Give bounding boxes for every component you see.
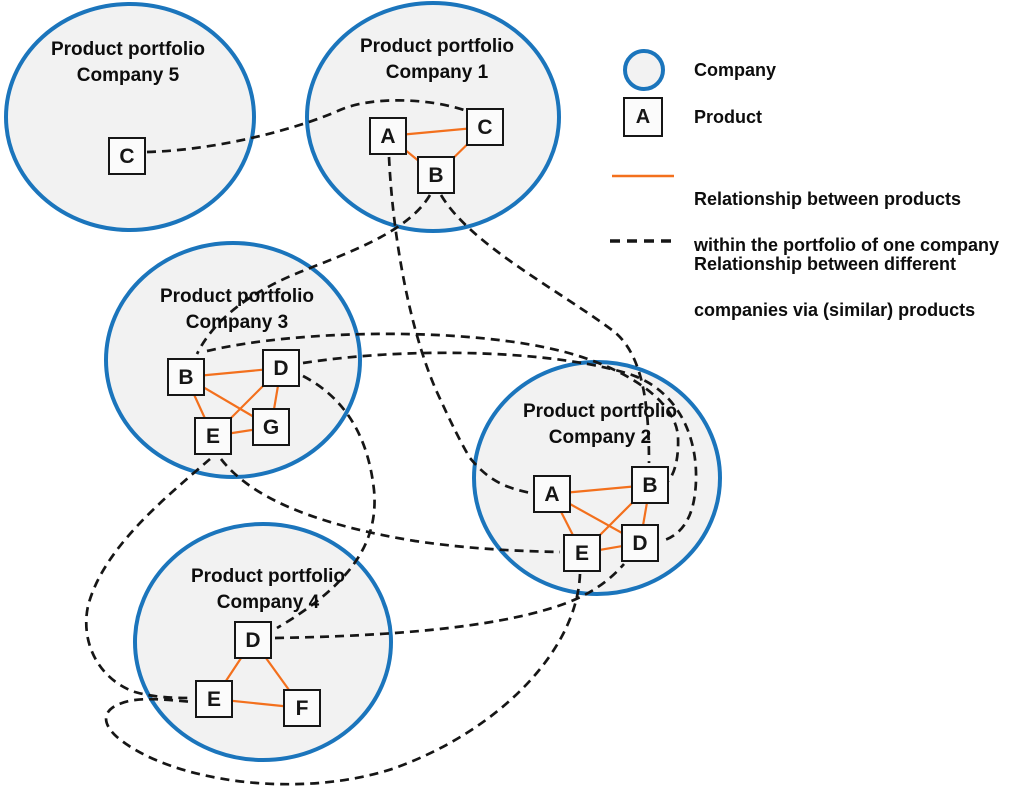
company1-title-line1: Product portfolio	[359, 36, 515, 57]
company5-title-line2: Company 5	[76, 65, 180, 86]
legend-intra-label-line2: within the portfolio of one company	[694, 235, 999, 255]
company2-title-line2: Company 2	[548, 427, 652, 448]
legend-product-label: Product	[694, 107, 763, 127]
company2-title-line1: Product portfolio	[522, 401, 678, 422]
company1-ellipse	[305, 1, 561, 233]
legend-company-label: Company	[694, 60, 777, 80]
company3-title-line2: Company 3	[185, 312, 289, 333]
inter-link-D-company3-company2	[302, 351, 698, 543]
product-box-company2-E: E	[563, 534, 601, 572]
inter-link-E-company3-company4	[84, 457, 211, 700]
inter-link-D-company4-company2	[274, 563, 626, 640]
product-box-company4-D: D	[234, 621, 272, 659]
inter-link-B-company1-company2	[439, 194, 651, 464]
product-box-company3-G: G	[252, 408, 290, 446]
product-box-company3-D: D	[262, 349, 300, 387]
product-box-company1-C: C	[466, 108, 504, 146]
legend-company-circle	[623, 49, 665, 91]
legend-inter-label-line1: Relationship between different	[694, 254, 957, 274]
company1-title: Product portfolio Company 1	[317, 34, 557, 86]
legend-inter-label: Relationship between different companies…	[694, 230, 975, 345]
company3-ellipse	[104, 241, 362, 479]
company1-title-line2: Company 1	[385, 62, 489, 83]
company4-title: Product portfolio Company 4	[148, 564, 388, 616]
product-box-company1-B: B	[417, 156, 455, 194]
product-box-company4-E: E	[195, 680, 233, 718]
company4-title-line1: Product portfolio	[190, 566, 346, 587]
inter-link-E-company2-company4	[104, 573, 582, 786]
company4-title-line2: Company 4	[216, 592, 320, 613]
product-box-company4-F: F	[283, 689, 321, 727]
inter-link-E-company3-company2	[219, 458, 561, 554]
inter-link-D-company3-company4	[276, 374, 376, 630]
company2-title: Product portfolio Company 2	[480, 399, 720, 451]
product-box-company5-C: C	[108, 137, 146, 175]
legend-intra-label: Relationship between products within the…	[694, 165, 999, 280]
inter-link-B-company3-company2	[206, 332, 680, 482]
product-box-company3-E: E	[194, 417, 232, 455]
product-box-company2-D: D	[621, 524, 659, 562]
company5-title: Product portfolio Company 5	[8, 37, 248, 89]
inter-link-C-company5-company1	[146, 99, 468, 154]
product-box-company1-A: A	[369, 117, 407, 155]
company3-title: Product portfolio Company 3	[117, 284, 357, 336]
company5-title-line1: Product portfolio	[50, 39, 206, 60]
company5-ellipse	[4, 2, 256, 232]
product-box-company3-B: B	[167, 358, 205, 396]
legend-product-box: A	[623, 97, 663, 137]
product-box-company2-B: B	[631, 466, 669, 504]
product-box-company2-A: A	[533, 475, 571, 513]
company3-title-line1: Product portfolio	[159, 286, 315, 307]
legend-inter-label-line2: companies via (similar) products	[694, 300, 976, 320]
legend-intra-label-line1: Relationship between products	[694, 189, 962, 209]
inter-link-B-company1-company3	[195, 194, 432, 355]
